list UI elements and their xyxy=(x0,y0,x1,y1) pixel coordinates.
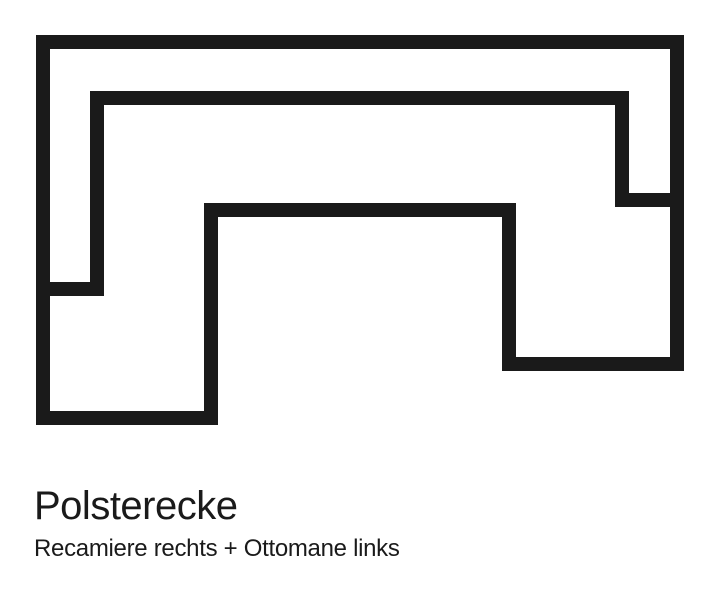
caption-block: Polsterecke Recamiere rechts + Ottomane … xyxy=(34,482,694,564)
diagram-title: Polsterecke xyxy=(34,484,238,528)
sofa-outer-outline xyxy=(36,35,684,425)
sofa-floor-plan-diagram xyxy=(36,35,684,425)
sofa-backrest-line xyxy=(36,91,684,296)
diagram-subtitle: Recamiere rechts + Ottomane links xyxy=(34,535,400,562)
sofa-outline-svg xyxy=(36,35,684,425)
